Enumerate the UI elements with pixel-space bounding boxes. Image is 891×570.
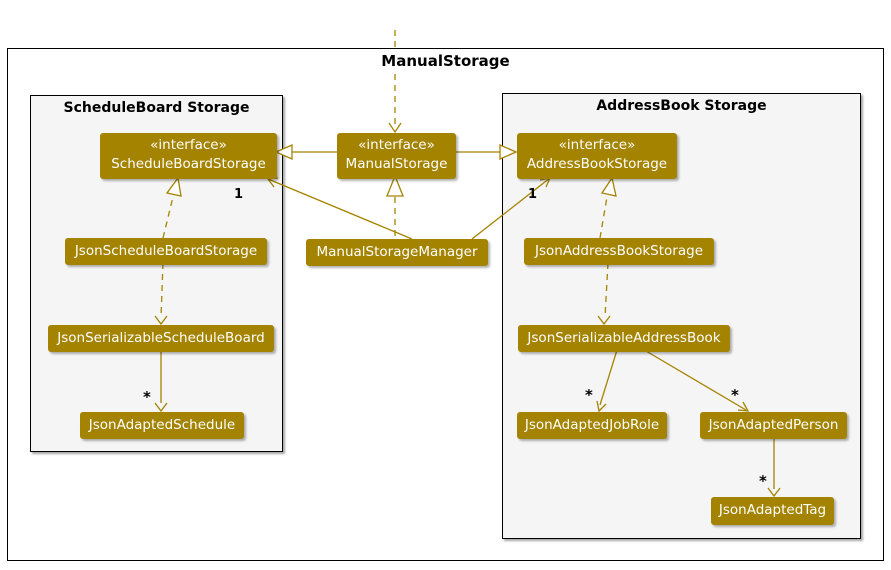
generalization-arrow-manualstorage-to-scheduleboardstorage (274, 144, 337, 160)
class-name-label: ScheduleBoardStorage (111, 156, 266, 172)
multiplicity-label-tag-star: * (759, 472, 767, 490)
class-name-label: JsonSerializableScheduleBoard (57, 330, 265, 346)
class-name-label: JsonAdaptedJobRole (524, 417, 660, 433)
realization-arrow-jsonaddressbookstorage (599, 176, 617, 239)
package-title-addressbook: AddressBook Storage (596, 98, 767, 114)
association-arrow-to-jsonadaptedperson (645, 350, 750, 412)
class-name-label: JsonScheduleBoardStorage (74, 243, 258, 259)
class-name-label: JsonSerializableAddressBook (527, 330, 721, 346)
class-jsonscheduleboardstorage: JsonScheduleBoardStorage (65, 238, 267, 265)
class-jsonserializableaddressbook: JsonSerializableAddressBook (518, 325, 730, 352)
association-arrow-to-jsonadaptedtag (767, 437, 781, 498)
class-jsonadaptedjobrole: JsonAdaptedJobRole (517, 412, 667, 439)
class-jsonaddressbookstorage: JsonAddressBookStorage (524, 238, 714, 265)
class-scheduleboardstorage-interface: «interface» ScheduleBoardStorage (100, 133, 277, 179)
class-name-label: JsonAddressBookStorage (534, 243, 703, 259)
stereotype-label: «interface» (358, 137, 435, 153)
multiplicity-label-schedule-star: * (143, 388, 151, 406)
multiplicity-label-manager-addressbook: 1 (528, 187, 537, 202)
class-manualstorage-interface: «interface» ManualStorage (337, 133, 456, 179)
diagram-frame (7, 48, 884, 561)
multiplicity-label-manager-schedule: 1 (234, 187, 243, 202)
association-arrow-to-jsonadaptedschedule (154, 350, 168, 413)
multiplicity-label-person-star: * (731, 386, 739, 404)
multiplicity-label-jobrole-star: * (585, 386, 593, 404)
class-name-label: JsonAdaptedSchedule (88, 417, 236, 433)
stereotype-label: «interface» (558, 137, 636, 153)
class-name-label: JsonAdaptedTag (718, 502, 827, 518)
package-title-scheduleboard: ScheduleBoard Storage (63, 100, 250, 116)
class-name-label: ManualStorage (345, 156, 448, 172)
association-arrow-manager-to-addressbookstorage (471, 177, 552, 240)
class-jsonserializablescheduleboard: JsonSerializableScheduleBoard (48, 325, 274, 352)
realization-arrow-jsonscheduleboardstorage (162, 176, 182, 239)
dependency-arrow-external-to-manualstorage (388, 30, 402, 134)
class-jsonadaptedschedule: JsonAdaptedSchedule (80, 412, 244, 439)
stereotype-label: «interface» (150, 137, 227, 153)
association-arrow-to-jsonadaptedjobrole (596, 349, 618, 413)
dependency-arrow-to-jsonserializableaddressbook (597, 262, 611, 326)
class-name-label: AddressBookStorage (526, 156, 668, 172)
class-name-label: JsonAdaptedPerson (708, 417, 839, 433)
class-manualstoragemanager: ManualStorageManager (306, 239, 488, 266)
class-jsonadaptedtag: JsonAdaptedTag (711, 497, 834, 525)
class-addressbookstorage-interface: «interface» AddressBookStorage (517, 133, 677, 179)
class-name-label: ManualStorageManager (316, 244, 478, 260)
generalization-arrow-manualstorage-to-addressbookstorage (454, 144, 518, 160)
package-addressbook-storage: AddressBook Storage (502, 93, 861, 539)
class-jsonadaptedperson: JsonAdaptedPerson (700, 412, 847, 439)
dependency-arrow-to-jsonserializablescheduleboard (154, 262, 168, 326)
